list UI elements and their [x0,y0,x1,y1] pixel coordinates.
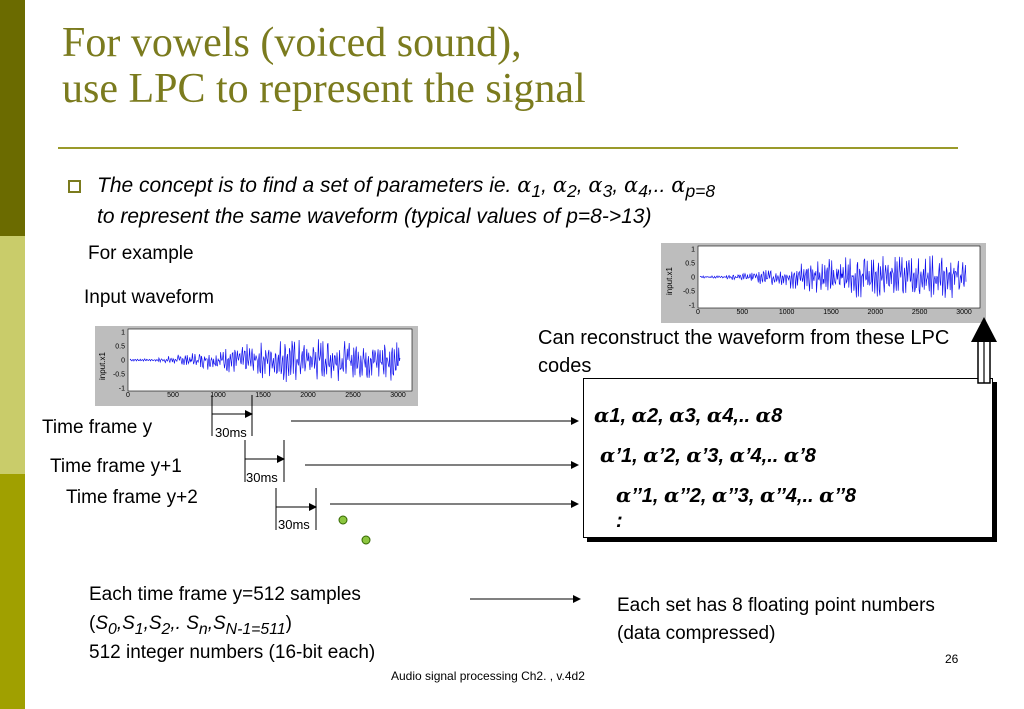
x-tick-label: 0 [126,392,130,399]
title-divider [58,147,958,149]
y-tick-label: 0.5 [685,261,695,268]
y-tick-label: 1 [121,330,125,337]
reconstruct-up-arrow [971,317,997,384]
square-bullet-icon [68,180,81,193]
y-tick-label: 0 [121,358,125,365]
y-tick-label: -1 [689,303,695,310]
bullet-prefix: The concept is to find a set of paramete… [97,174,518,197]
title-line-1: For vowels (voiced sound), [62,20,522,66]
lpc-code-set-3: α’’1, α’’2, α’’3, α’’4,.. α’’8 [616,483,857,507]
input-waveform-label: Input waveform [84,287,214,308]
frame-duration-1: 30ms [215,425,247,440]
each-set-label: Each set has 8 floating point numbers (d… [617,595,935,644]
x-tick-label: 1500 [255,392,271,399]
x-tick-label: 1000 [779,309,795,316]
output-waveform-line [699,255,967,299]
x-tick-label: 3000 [390,392,406,399]
x-tick-label: 2000 [868,309,884,316]
left-sidebar [0,0,25,709]
x-tick-label: 1000 [210,392,226,399]
time-frame-y2-label: Time frame y+2 [66,487,198,508]
output-plot-ylabel: input.x1 [665,266,674,295]
bullet-text: The concept is to find a set of paramete… [97,173,716,229]
lpc-code-set-1: α1, α2, α3, α4,.. α8 [594,403,783,427]
lpc-code-set-2: α’1, α’2, α’3, α’4,.. α’8 [600,443,816,467]
time-frame-y1-label: Time frame y+1 [50,456,182,477]
time-frame-y-label: Time frame y [42,417,153,438]
y-tick-label: 1 [691,247,695,254]
input-waveform-plot: 1 0.5 0 -0.5 -1 0 500 1000 1500 2000 2500 3000 inp… [95,326,418,406]
reconstructed-waveform-plot: 1 0.5 0 -0.5 -1 0 500 1000 1500 2000 2500 3000 inp… [661,243,986,323]
continuation-dot [338,515,348,525]
page-title: For vowels (voiced sound), use LPC to re… [62,20,586,112]
frame-duration-3: 30ms [278,517,310,532]
for-example-label: For example [88,243,194,264]
x-tick-label: 2000 [300,392,316,399]
y-tick-label: 0.5 [115,344,125,351]
footer-text: Audio signal processing Ch2. , v.4d2 [391,669,585,683]
input-plot-ylabel: input.x1 [98,351,107,380]
sidebar-segment-dark [0,0,25,236]
page-number: 26 [945,652,959,666]
y-tick-label: 0 [691,275,695,282]
x-tick-label: 2500 [345,392,361,399]
title-line-2: use LPC to represent the signal [62,66,586,112]
sidebar-segment-light [0,236,25,474]
samples-line-1: Each time frame y=512 samples [89,584,361,605]
x-tick-label: 500 [736,309,748,316]
sidebar-segment-mid [0,474,25,709]
lpc-code-continuation: : [616,510,623,532]
input-waveform-line [129,339,401,383]
y-tick-label: -0.5 [683,289,695,296]
x-tick-label: 0 [696,309,700,316]
y-tick-label: -0.5 [113,372,125,379]
reconstruct-label: Can reconstruct the waveform from these … [538,327,950,377]
input-waveform-svg: 1 0.5 0 -0.5 -1 0 500 1000 1500 2000 2500 3000 inp… [98,328,413,399]
bullet-line-2: to represent the same waveform (typical … [97,205,652,229]
samples-line-3: 512 integer numbers (16-bit each) [89,642,376,663]
samples-line-2: (S0,S1,S2,. Sn,SN-1=511) [89,613,292,638]
frame-duration-2: 30ms [246,470,278,485]
x-tick-label: 500 [167,392,179,399]
y-tick-label: -1 [119,386,125,393]
x-tick-label: 3000 [956,309,972,316]
continuation-dot [361,535,371,545]
reconstructed-waveform-svg: 1 0.5 0 -0.5 -1 0 500 1000 1500 2000 2500 3000 inp… [665,245,981,316]
x-tick-label: 1500 [823,309,839,316]
x-tick-label: 2500 [912,309,928,316]
lpc-codes-box: α1, α2, α3, α4,.. α8 α’1, α’2, α’3, α’4,… [583,378,993,538]
